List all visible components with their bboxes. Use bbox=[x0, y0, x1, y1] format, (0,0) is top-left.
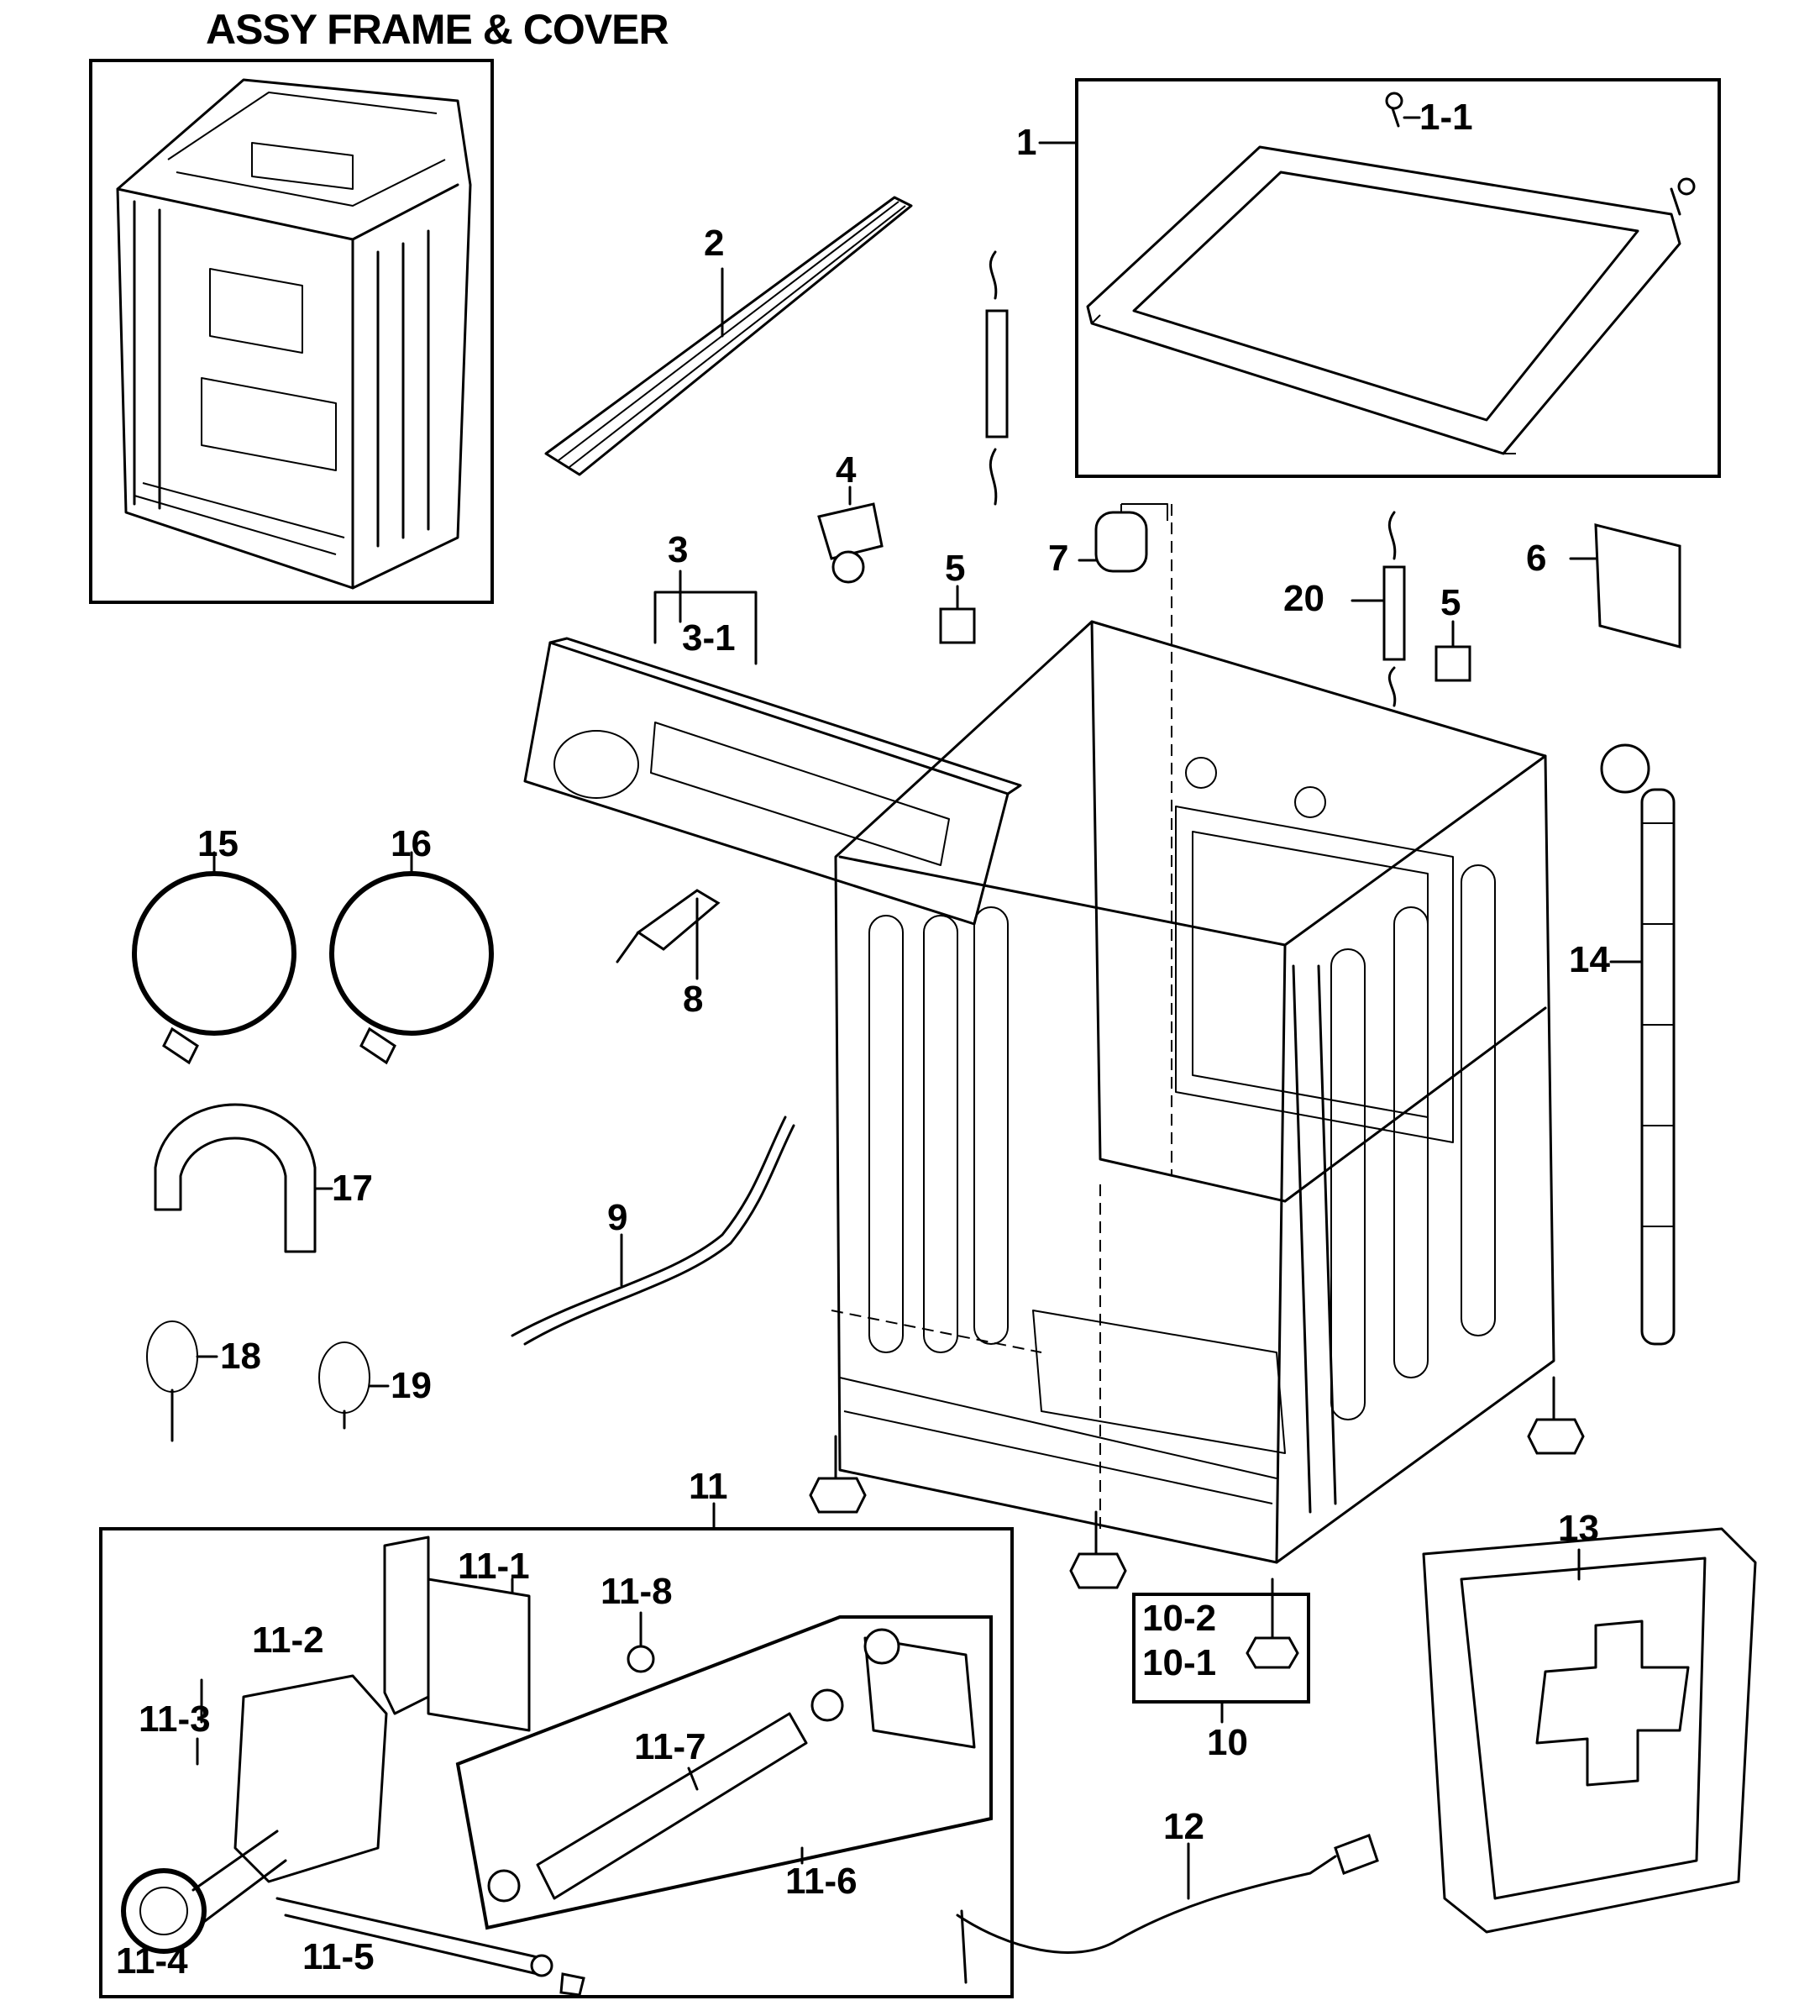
part-2-bracket bbox=[544, 196, 913, 476]
label-part-18: 18 bbox=[220, 1336, 261, 1377]
label-part-2: 2 bbox=[704, 223, 725, 264]
label-part-8: 8 bbox=[683, 979, 704, 1020]
label-part-16: 16 bbox=[391, 823, 432, 864]
label-part-1-1: 1-1 bbox=[1419, 97, 1473, 138]
part-12-power-cord bbox=[956, 1834, 1379, 1984]
label-part-11: 11 bbox=[689, 1466, 728, 1507]
label-part-14: 14 bbox=[1569, 939, 1610, 980]
part-3-front-panel bbox=[523, 570, 1022, 926]
part-10-foot-box bbox=[1132, 1578, 1310, 1724]
label-part-1: 1 bbox=[1016, 122, 1037, 163]
part-9-wire-harness bbox=[511, 1116, 795, 1346]
label-part-5-right: 5 bbox=[1440, 582, 1461, 623]
leveling-feet bbox=[809, 1376, 1585, 1589]
label-part-11-4: 11-4 bbox=[116, 1940, 188, 1982]
label-part-17: 17 bbox=[332, 1168, 373, 1209]
part-13-service-cover bbox=[1422, 1527, 1757, 1934]
label-part-15: 15 bbox=[197, 823, 239, 864]
label-part-4: 4 bbox=[836, 449, 857, 491]
label-part-11-1: 11-1 bbox=[458, 1546, 530, 1587]
assembly-inset bbox=[89, 59, 494, 604]
top-cover-group bbox=[1038, 78, 1721, 478]
label-part-10-2: 10-2 bbox=[1142, 1598, 1217, 1639]
label-part-11-7: 11-7 bbox=[634, 1726, 706, 1767]
label-part-11-3: 11-3 bbox=[139, 1698, 211, 1740]
label-part-11-2: 11-2 bbox=[252, 1620, 324, 1661]
small-parts bbox=[817, 486, 1681, 1176]
label-part-11-5: 11-5 bbox=[302, 1936, 375, 1977]
part-14-drain-hose bbox=[1600, 743, 1676, 1346]
label-part-11-8: 11-8 bbox=[601, 1571, 673, 1612]
label-part-5-left: 5 bbox=[945, 548, 966, 589]
label-part-9: 9 bbox=[607, 1197, 628, 1238]
part-17-bracket bbox=[154, 1103, 333, 1253]
label-part-12: 12 bbox=[1163, 1806, 1204, 1847]
inlet-hoses bbox=[132, 851, 494, 1065]
label-part-10: 10 bbox=[1207, 1722, 1248, 1763]
part-11-pump-box bbox=[99, 1502, 1014, 1998]
label-part-6: 6 bbox=[1526, 538, 1547, 579]
clamps bbox=[146, 1320, 390, 1442]
label-part-7: 7 bbox=[1048, 538, 1069, 579]
main-cabinet bbox=[831, 620, 1555, 1564]
part-8 bbox=[616, 889, 721, 980]
diagram-title: ASSY FRAME & COVER bbox=[206, 6, 669, 53]
label-part-3: 3 bbox=[668, 529, 689, 570]
label-part-19: 19 bbox=[391, 1365, 432, 1406]
label-part-3-1: 3-1 bbox=[682, 617, 736, 659]
label-part-13: 13 bbox=[1558, 1508, 1599, 1549]
label-part-20: 20 bbox=[1283, 578, 1324, 619]
label-part-10-1: 10-1 bbox=[1142, 1642, 1217, 1683]
springs bbox=[985, 250, 1406, 707]
label-part-11-6: 11-6 bbox=[785, 1861, 858, 1902]
